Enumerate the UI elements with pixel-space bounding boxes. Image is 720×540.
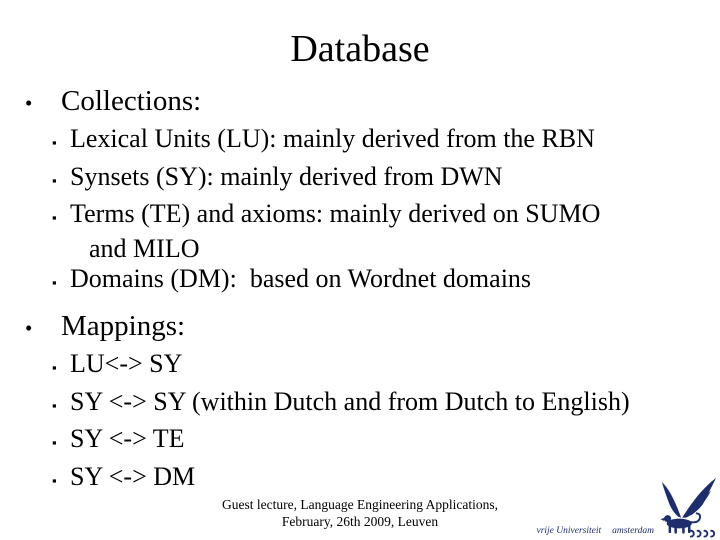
- list-item-text: Lexical Units (LU): mainly derived from …: [70, 124, 595, 153]
- square-bullet-icon: ▪: [52, 135, 57, 150]
- list-item: ▪ SY <-> DM: [0, 460, 720, 498]
- list-item: ▪ LU<-> SY: [0, 347, 720, 385]
- vu-city-label: amsterdam: [612, 526, 654, 536]
- list-item-continuation: and MILO: [0, 235, 720, 262]
- vu-logo: vrije Universiteit amsterdam: [520, 470, 720, 540]
- square-bullet-icon: ▪: [52, 472, 57, 488]
- list-item: ▪ Domains (DM): based on Wordnet domains: [0, 262, 720, 300]
- section-label: Collections:: [61, 85, 202, 117]
- square-bullet-icon: ▪: [52, 172, 57, 188]
- list-item-text: and MILO: [89, 233, 200, 263]
- vu-griffin-icon: [660, 477, 717, 538]
- list-item: ▪ Terms (TE) and axioms: mainly derived …: [0, 197, 720, 235]
- round-bullet-icon: •: [25, 91, 33, 115]
- section-mappings-header: • Mappings:: [0, 307, 720, 347]
- list-item-text: LU<-> SY: [70, 349, 183, 378]
- list-item-text: Domains (DM): based on Wordnet domains: [70, 263, 532, 293]
- square-bullet-icon: ▪: [52, 360, 57, 375]
- vu-logo-text: vrije Universiteit amsterdam: [536, 526, 654, 536]
- list-item: ▪ Lexical Units (LU): mainly derived fro…: [0, 122, 720, 160]
- section-collections-header: • Collections:: [0, 82, 720, 122]
- footer-line-1: Guest lecture, Language Engineering Appl…: [222, 497, 498, 512]
- list-item-text: Synsets (SY): mainly derived from DWN: [70, 161, 503, 191]
- square-bullet-icon: ▪: [52, 274, 57, 290]
- list-item-text: Terms (TE) and axioms: mainly derived on…: [70, 199, 601, 228]
- list-item: ▪ SY <-> TE: [0, 422, 720, 460]
- list-item: ▪ SY <-> SY (within Dutch and from Dutch…: [0, 385, 720, 423]
- round-bullet-icon: •: [25, 316, 33, 340]
- list-item-text: SY <-> DM: [70, 461, 196, 491]
- section-label: Mappings:: [61, 310, 186, 342]
- square-bullet-icon: ▪: [52, 210, 57, 225]
- square-bullet-icon: ▪: [52, 397, 57, 413]
- footer-line-2: February, 26th 2009, Leuven: [281, 514, 439, 529]
- vu-institution-label: vrije Universiteit: [536, 526, 602, 536]
- square-bullet-icon: ▪: [52, 435, 57, 450]
- list-item-text: SY <-> TE: [70, 424, 185, 453]
- list-item-text: SY <-> SY (within Dutch and from Dutch t…: [70, 386, 630, 416]
- slide-title: Database: [290, 28, 430, 70]
- list-item: ▪ Synsets (SY): mainly derived from DWN: [0, 160, 720, 198]
- footer-caption: Guest lecture, Language Engineering Appl…: [0, 496, 720, 530]
